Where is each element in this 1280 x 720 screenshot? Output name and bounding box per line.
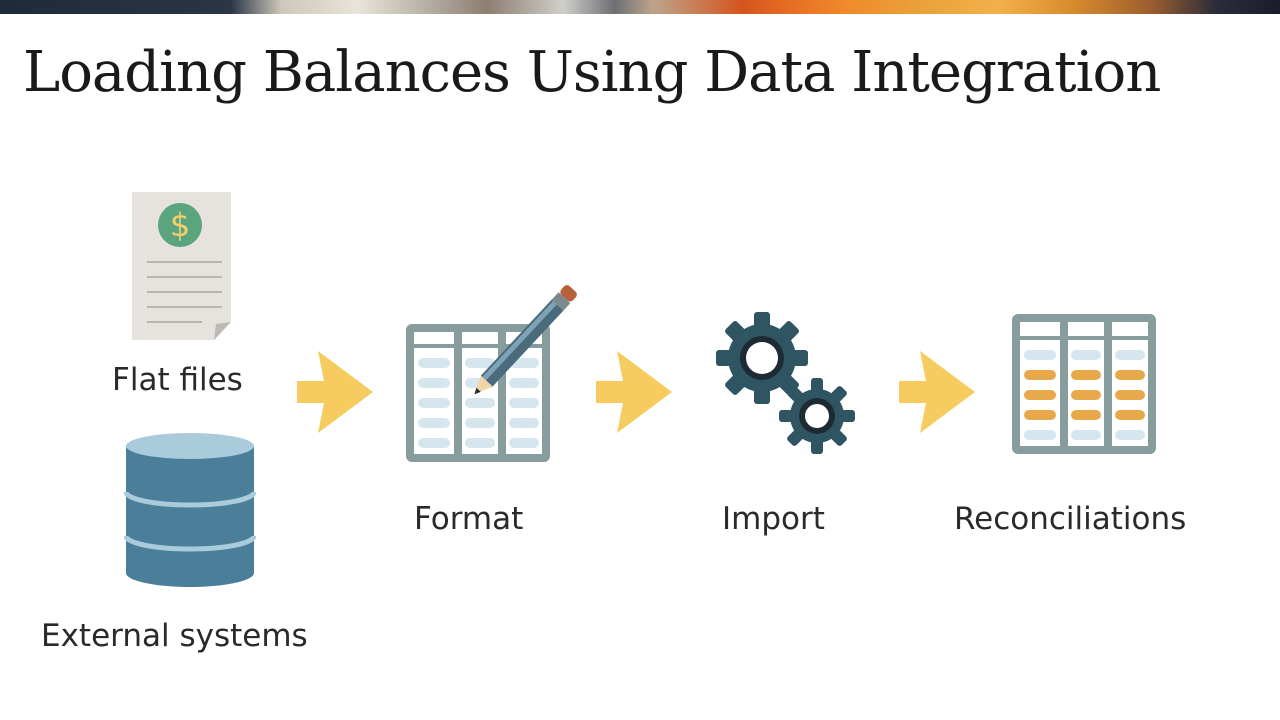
external-systems-label: External systems [41, 618, 308, 654]
arrow-right-icon [297, 351, 373, 433]
reconciliation-table-icon [1012, 314, 1156, 454]
database-icon [124, 433, 256, 587]
gears-icon [716, 312, 855, 454]
reconciliations-label: Reconciliations [954, 501, 1187, 537]
dollar-document-icon: $ [132, 192, 231, 340]
format-label: Format [414, 501, 524, 537]
svg-text:$: $ [170, 206, 190, 244]
arrow-right-icon [596, 351, 672, 433]
import-label: Import [722, 501, 825, 537]
arrow-right-icon [899, 351, 975, 433]
slide-title: Loading Balances Using Data Integration [23, 40, 1161, 105]
spreadsheet-pencil-icon [406, 285, 577, 462]
decorative-banner [0, 0, 1280, 14]
flat-files-label: Flat files [112, 362, 243, 398]
